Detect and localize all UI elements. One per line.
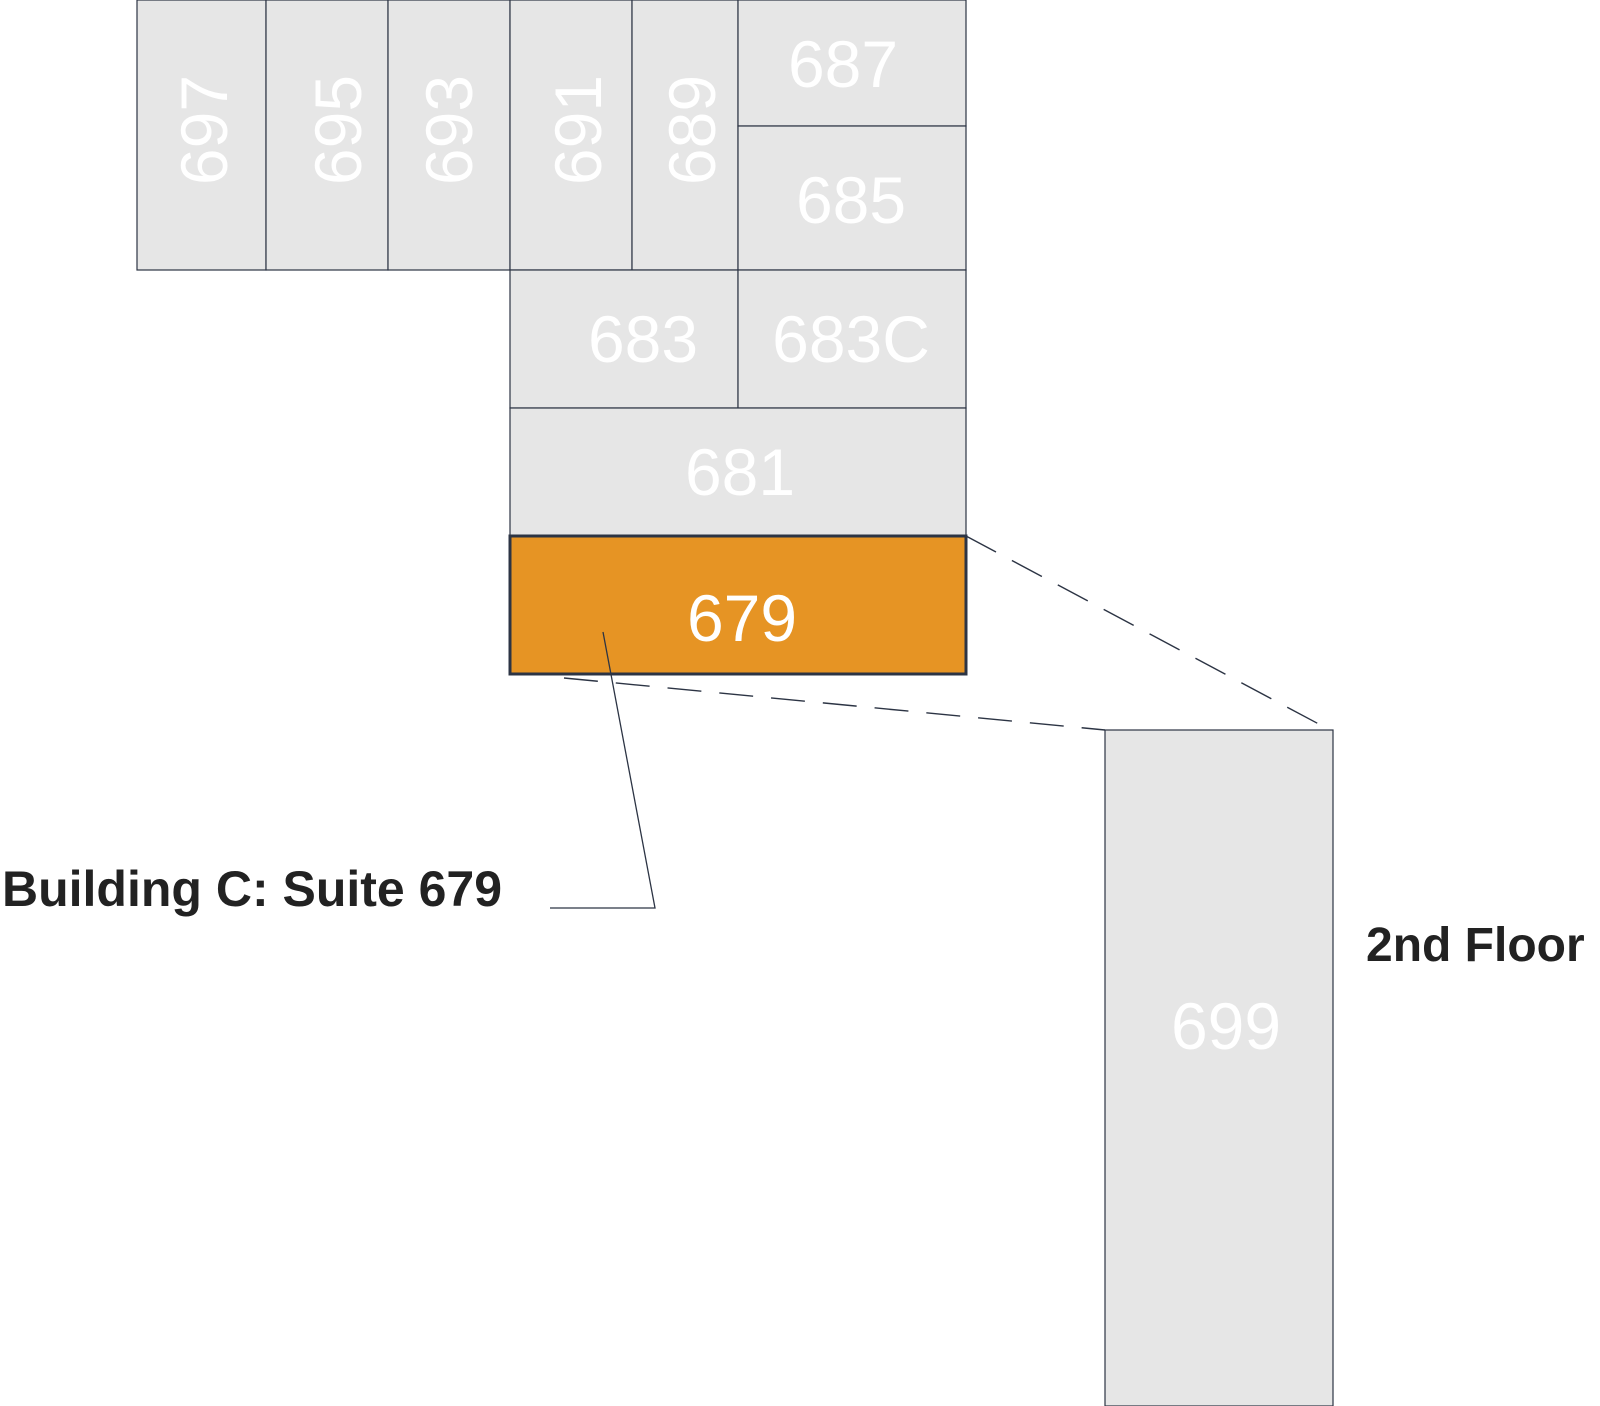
suite-689[interactable]: 689 — [631, 0, 739, 271]
suite-695[interactable]: 695 — [265, 0, 389, 271]
suite-number: 683 — [588, 302, 698, 376]
suite-681[interactable]: 681 — [509, 407, 967, 537]
suite-683[interactable]: 683 — [509, 269, 739, 409]
suite-number: 687 — [788, 27, 898, 101]
suite-number: 691 — [541, 75, 615, 185]
suite-number: 689 — [655, 75, 729, 185]
suite-693[interactable]: 693 — [387, 0, 511, 271]
suite-number: 699 — [1171, 989, 1281, 1063]
suite-685[interactable]: 685 — [737, 125, 967, 271]
callout-leader-line — [550, 631, 656, 909]
floor-label: 2nd Floor — [1366, 919, 1585, 972]
suite-687[interactable]: 687 — [737, 0, 967, 127]
expansion-line-bottom — [563, 677, 1106, 731]
suite-number: 685 — [796, 163, 906, 237]
suite-number: 697 — [167, 75, 241, 185]
suite-679[interactable]: 679 — [508, 534, 968, 676]
suite-697[interactable]: 697 — [136, 0, 267, 271]
suite-683c[interactable]: 683C — [737, 269, 967, 409]
suite-699[interactable]: 699 — [1104, 729, 1334, 1406]
suite-691[interactable]: 691 — [509, 0, 633, 271]
expansion-line-top — [965, 535, 1331, 731]
suite-number: 681 — [685, 435, 795, 509]
suite-number: 679 — [687, 581, 797, 655]
suite-number: 693 — [412, 75, 486, 185]
suite-number: 695 — [301, 75, 375, 185]
suite-callout-label: Building C: Suite 679 — [2, 861, 503, 917]
suite-number: 683C — [772, 302, 930, 376]
